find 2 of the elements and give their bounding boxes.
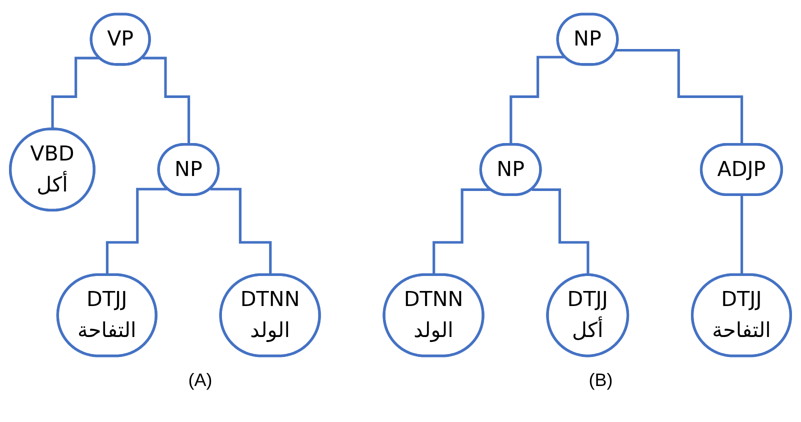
panel-label: (B) xyxy=(588,370,613,391)
panel-label: (A) xyxy=(188,370,212,391)
